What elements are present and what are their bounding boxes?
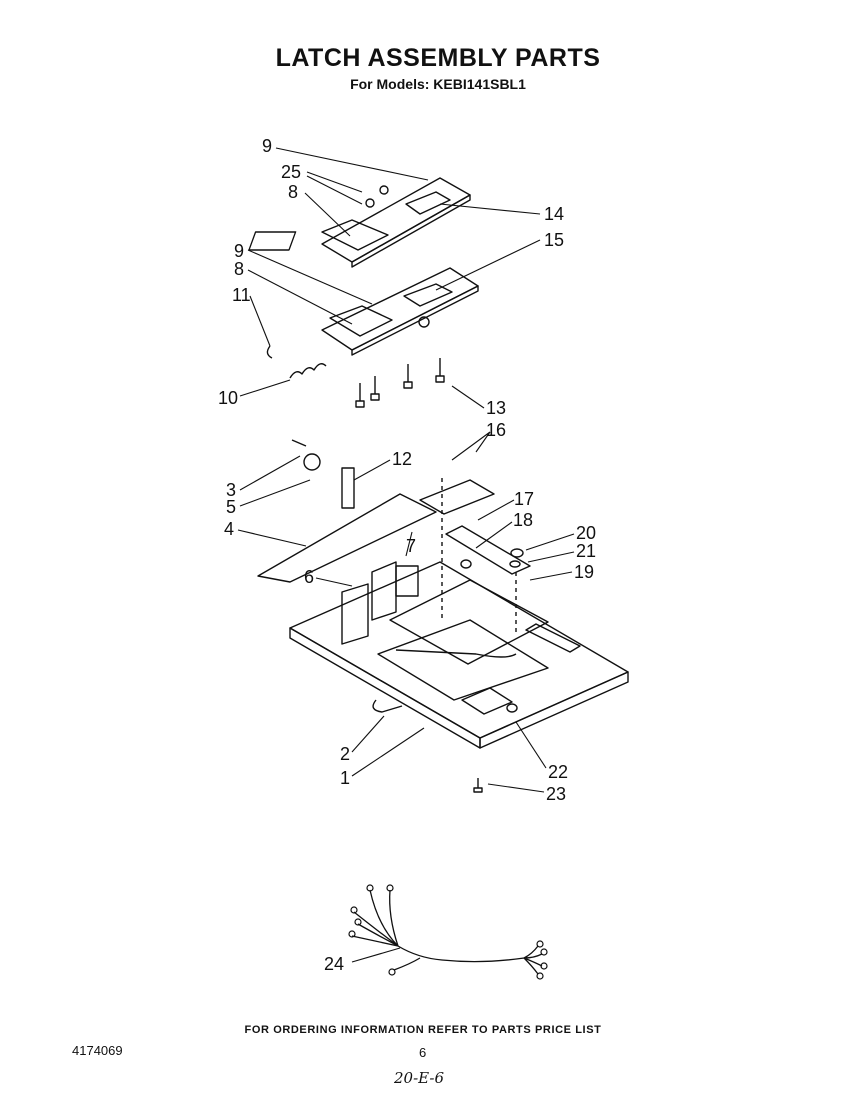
- callout-17: 17: [514, 489, 534, 509]
- callout-8-lower: 8: [234, 259, 244, 279]
- callout-7: 7: [406, 536, 416, 556]
- ordering-note: FOR ORDERING INFORMATION REFER TO PARTS …: [244, 1024, 602, 1036]
- upper-switch-bracket: [248, 177, 471, 268]
- callout-21: 21: [576, 541, 596, 561]
- callout-14: 14: [544, 204, 564, 224]
- callout-5: 5: [226, 497, 236, 517]
- page-number: 6: [419, 1045, 427, 1060]
- callout-19: 19: [574, 562, 594, 582]
- callout-9-upper: 9: [262, 136, 272, 156]
- callout-2: 2: [340, 744, 350, 764]
- callout-8-upper: 8: [288, 182, 298, 202]
- callout-9-lower: 9: [234, 241, 244, 261]
- callout-12: 12: [392, 449, 412, 469]
- callout-13: 13: [486, 398, 506, 418]
- page-title: LATCH ASSEMBLY PARTS: [275, 44, 601, 72]
- callout-6: 6: [304, 567, 314, 587]
- callout-3: 3: [226, 480, 236, 500]
- callout-25: 25: [281, 162, 301, 182]
- callout-20: 20: [576, 523, 596, 543]
- lower-switch-bracket: [321, 267, 479, 356]
- screw-group: [355, 358, 445, 408]
- latch-lever: [257, 493, 437, 583]
- leader-lines: [237, 147, 575, 963]
- wiring-harness: [351, 889, 543, 975]
- document-number: 4174069: [72, 1043, 123, 1058]
- callout-23: 23: [546, 784, 566, 804]
- model-subtitle: For Models: KEBI141SBL1: [350, 76, 526, 92]
- handwritten-note: 20-E-6: [394, 1069, 444, 1087]
- callout-4: 4: [224, 519, 234, 539]
- callout-1: 1: [340, 768, 350, 788]
- callout-15: 15: [544, 230, 564, 250]
- callout-24: 24: [324, 954, 344, 974]
- spring: [289, 363, 327, 379]
- base-plate: [289, 561, 629, 749]
- callout-11: 11: [232, 285, 251, 305]
- callout-18: 18: [513, 510, 533, 530]
- callout-16: 16: [486, 420, 506, 440]
- callout-22: 22: [548, 762, 568, 782]
- spring-hook: [266, 345, 273, 359]
- callout-10: 10: [218, 388, 238, 408]
